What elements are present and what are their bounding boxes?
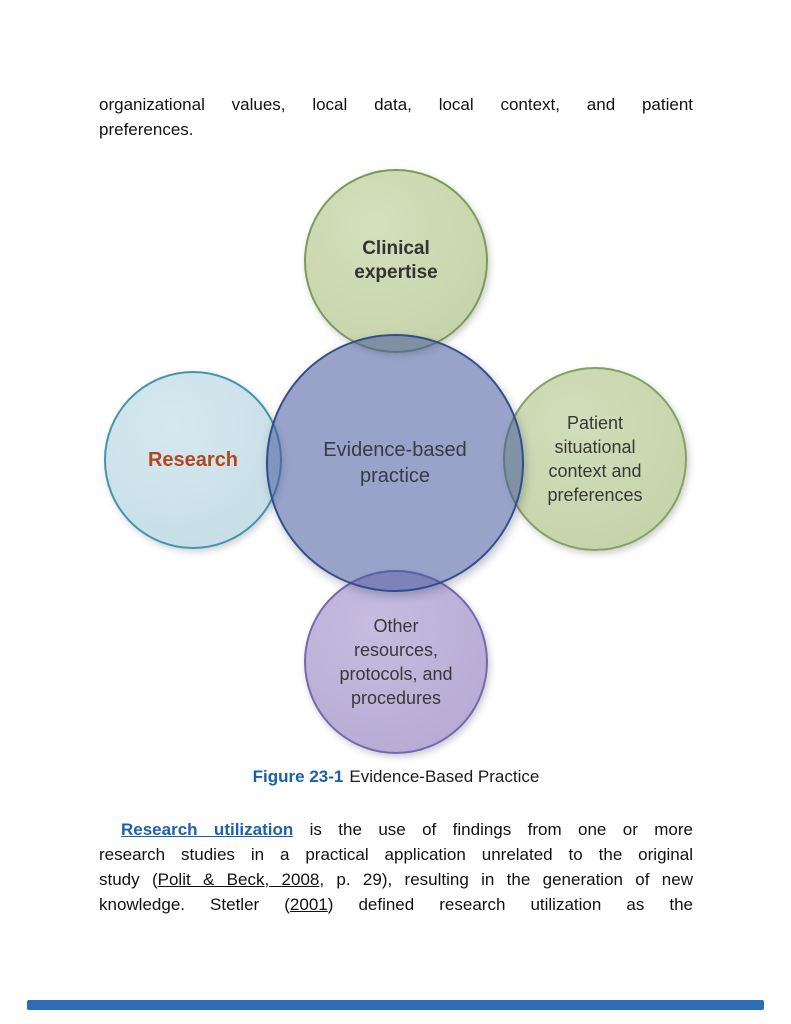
paragraph-top-line-2: preferences. xyxy=(99,120,194,139)
polit-beck-2008-link[interactable]: Polit & Beck, 2008 xyxy=(157,870,320,889)
paragraph-bottom-line-1: Research utilization is the use of findi… xyxy=(99,817,693,842)
paragraph-bottom-line-3-post: , p. 29), resulting in the generation of… xyxy=(319,870,693,889)
evidence-based-practice-label: Evidence-based practice xyxy=(323,439,467,487)
figure-caption: Figure 23-1 Evidence-Based Practice xyxy=(99,767,693,787)
clinical-expertise-circle: Clinical expertise xyxy=(304,169,488,353)
paragraph-top: organizational values, local data, local… xyxy=(99,92,693,142)
paragraph-bottom-line-3-pre: study ( xyxy=(99,870,158,889)
paragraph-bottom-line-4-pre: knowledge. Stetler ( xyxy=(99,895,290,914)
paragraph-bottom: Research utilization is the use of findi… xyxy=(99,817,693,917)
research-label: Research xyxy=(147,449,239,471)
evidence-based-practice-circle: Evidence-based practice xyxy=(266,334,524,592)
paragraph-bottom-line-4-post: ) defined research utilization as the xyxy=(327,895,694,914)
figure-caption-title: Evidence-Based Practice xyxy=(349,767,540,786)
paragraph-bottom-line-3: study (Polit & Beck, 2008, p. 29), resul… xyxy=(99,867,693,892)
figure-caption-number: Figure 23-1 xyxy=(252,767,344,786)
paragraph-bottom-line-4: knowledge. Stetler (2001) defined resear… xyxy=(99,892,693,917)
paragraph-bottom-line-2: research studies in a practical applicat… xyxy=(99,845,693,864)
research-utilization-link[interactable]: Research utilization xyxy=(121,820,294,839)
stetler-2001-link[interactable]: 2001 xyxy=(289,895,328,914)
research-circle: Research xyxy=(104,371,282,549)
reader-progress-bar[interactable] xyxy=(27,1000,764,1010)
other-resources-label: Other resources, protocols, and procedur… xyxy=(339,616,453,708)
patient-context-label: Patient situational context and preferen… xyxy=(547,413,643,505)
paragraph-top-line-1: organizational values, local data, local… xyxy=(99,95,693,114)
clinical-expertise-label: Clinical expertise xyxy=(354,238,438,283)
paragraph-bottom-line-1-text: is the use of findings from one or more xyxy=(293,820,693,839)
patient-context-circle: Patient situational context and preferen… xyxy=(503,367,687,551)
other-resources-circle: Other resources, protocols, and procedur… xyxy=(304,570,488,754)
